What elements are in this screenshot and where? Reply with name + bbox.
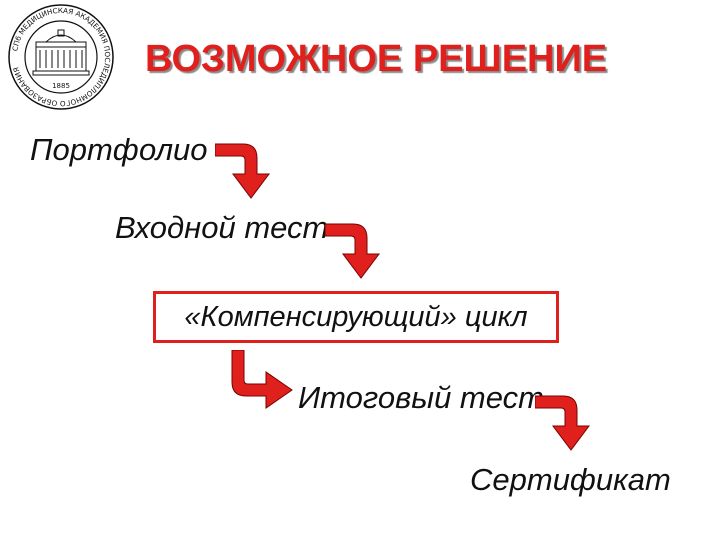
logo-year: 1885 — [52, 82, 70, 90]
step-compensating-cycle-box: «Компенсирующий» цикл — [153, 291, 559, 343]
step-certificate: Сертификат — [470, 462, 671, 497]
curved-arrow-icon — [215, 143, 270, 199]
curved-arrow-icon — [231, 350, 293, 409]
page-title: ВОЗМОЖНОЕ РЕШЕНИЕ — [145, 38, 608, 80]
step-portfolio: Портфолио — [30, 132, 208, 167]
step-entrance-test: Входной тест — [115, 210, 329, 245]
academy-logo: СПб МЕДИЦИНСКАЯ АКАДЕМИЯ ПОСЛЕДИПЛОМНОГО… — [8, 4, 114, 110]
curved-arrow-icon — [535, 395, 590, 451]
building-icon — [32, 29, 90, 76]
step-compensating-cycle: «Компенсирующий» цикл — [184, 300, 528, 333]
step-final-test: Итоговый тест — [298, 380, 544, 415]
curved-arrow-icon — [325, 223, 380, 279]
